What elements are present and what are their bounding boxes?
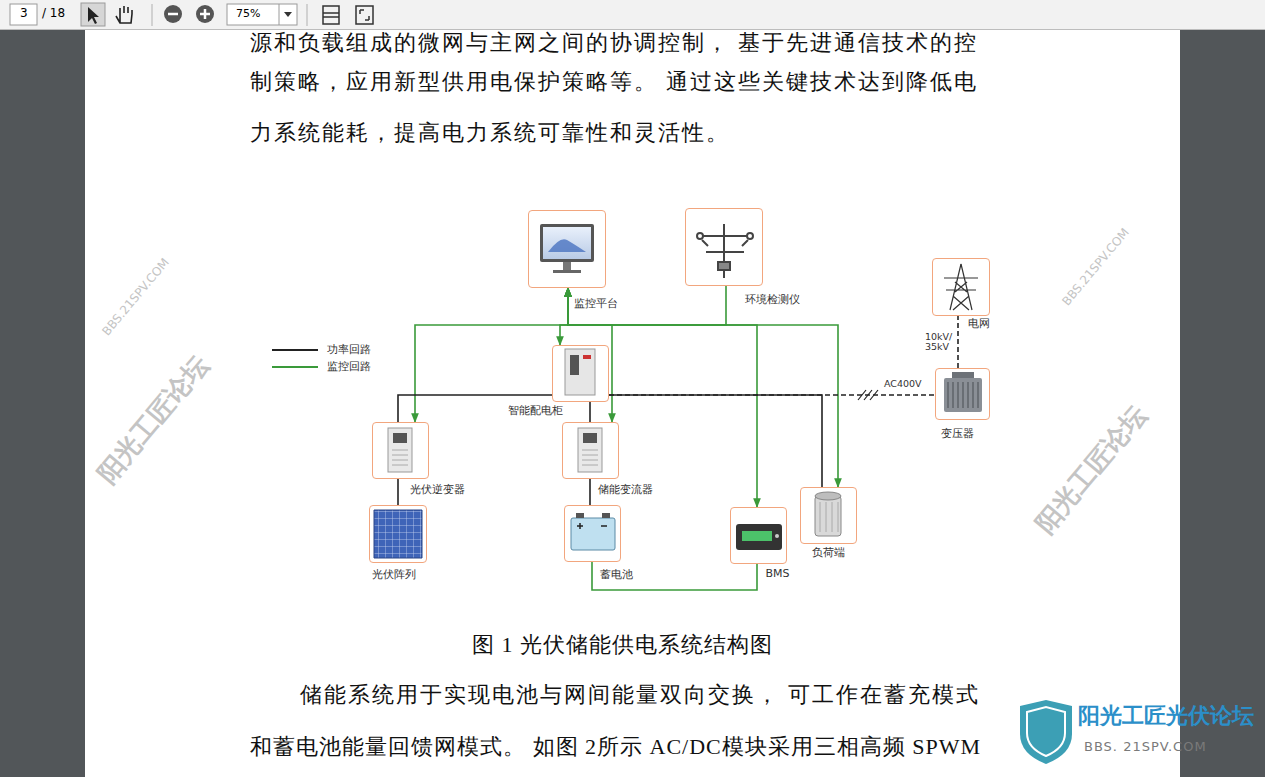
bms-icon [736,524,782,550]
power-line [589,479,591,505]
node-label: 储能变流器 [598,484,653,496]
body-text: 储能系统用于实现电池与网间能量双向交换， 可工作在蓄充模式 [300,683,980,707]
load: 负荷端 [800,487,857,544]
power-line [609,394,935,396]
node-label: 光伏阵列 [372,569,416,581]
monitor-icon [540,224,594,273]
page-count: / 18 [42,7,65,20]
power-line [957,316,959,368]
pv-panel-icon [374,510,422,558]
logo-shield [1020,700,1072,764]
watermark: BBS.21SPV.COM [100,256,172,338]
monitor-platform: 监控平台 [528,210,606,288]
legend-item: 监控回路 [272,361,371,373]
body-text: 制策略，应用新型供用电保护策略等。 通过这些关键技术达到降低电 [250,70,978,94]
voltage-label: 10kV/ 35kV [925,332,955,353]
zoom-level: 75% [236,8,260,20]
monitor-line [568,286,726,325]
node-label: 变压器 [941,428,974,440]
legend-sample [272,361,320,373]
body-text: 和蓄电池能量回馈网模式。 如图 2所示 AC/DC模块采用三相高频 SPWM [250,735,981,759]
node-label: 负荷端 [812,547,845,559]
watermark: 阳光工匠论坛 [92,350,214,488]
power-line [397,479,399,505]
logo-text: 阳光工匠光伏论坛 [1078,704,1254,728]
node-label: 智能配电柜 [508,405,563,417]
pv-inverter: 光伏逆变器 [372,422,429,479]
power-grid: 电网 [932,258,990,316]
logo-url: BBS. 21SPV.COM [1084,740,1207,754]
monitor-line [560,288,568,345]
power-line [609,395,822,487]
page-number: 3 [20,7,28,20]
cabinet-icon [565,349,595,395]
node-label: 环境检测仪 [745,294,800,306]
battery: 蓄电池 [564,505,621,562]
node-label: 蓄电池 [600,569,633,581]
watermark: BBS.21SPV.COM [1060,226,1132,308]
transformer: 变压器 [935,368,990,420]
legend-text: 监控回路 [327,360,371,373]
battery-icon [571,513,615,550]
pylon-icon [944,264,978,310]
node-label: 光伏逆变器 [410,484,465,496]
inverter-icon [388,428,412,472]
bms: BMS [730,507,787,564]
body-text: 力系统能耗，提高电力系统可靠性和灵活性。 [250,121,730,145]
environment-detector: 环境检测仪 [685,208,763,286]
monitor-line [592,562,757,590]
node-label: 监控平台 [574,298,618,310]
load-icon [815,492,841,536]
pv-array: 光伏阵列 [369,505,427,563]
converter-icon [578,428,602,472]
storage-converter: 储能变流器 [562,422,619,479]
node-label: BMS [766,568,790,580]
legend-text: 功率回路 [327,343,371,356]
legend-sample [272,344,320,356]
legend-item: 功率回路 [272,344,371,356]
voltage-label: AC400V [884,379,922,389]
weather-station-icon [697,224,753,278]
body-text: 源和负载组成的微网与主网之间的协调控制， 基于先进通信技术的控 [250,31,978,55]
watermark: 阳光工匠论坛 [1030,400,1152,538]
transformer-icon [944,372,982,412]
node-label: 电网 [968,318,990,330]
monitor-line [568,288,757,507]
figure-caption: 图 1 光伏储能供电系统结构图 [472,633,773,657]
viewer-toolbar: 3 / 18 75% [0,0,1265,30]
distribution-cabinet: 智能配电柜 [552,345,609,402]
power-line [589,402,591,422]
monitor-line [415,288,568,422]
